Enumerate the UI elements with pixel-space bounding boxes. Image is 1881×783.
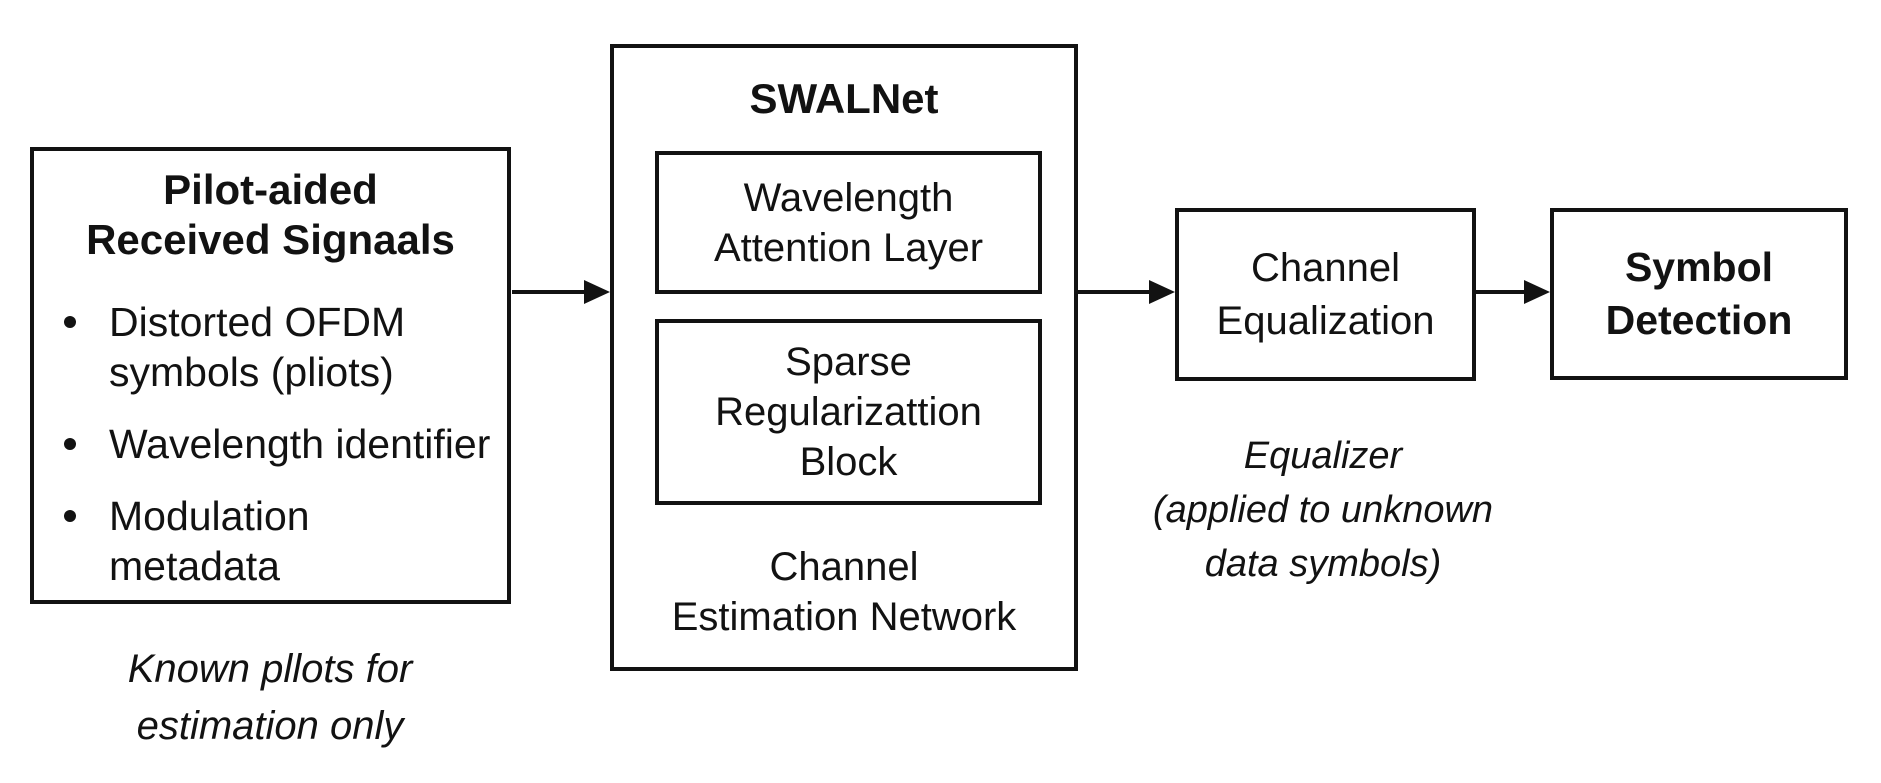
channel-equalization-line1: Channel bbox=[1250, 245, 1400, 290]
arrow-signals-to-swalnet bbox=[512, 280, 610, 304]
channel-estimation-network-line2: Estimation Network bbox=[671, 595, 1017, 639]
swalnet-title: SWALNet bbox=[749, 75, 939, 122]
bullet-text-line2: symbols (pliots) bbox=[109, 349, 394, 395]
arrow-shaft bbox=[1077, 290, 1155, 294]
arrow-equalization-to-detection bbox=[1475, 280, 1550, 304]
left-box-title-line1: Pilot-aided bbox=[163, 166, 378, 213]
equalizer-caption-line2: (applied to unknown bbox=[1152, 489, 1494, 531]
sparse-regularization-block-line2: Regularizattion bbox=[715, 390, 982, 434]
arrow-head-icon bbox=[1149, 280, 1175, 304]
bullet-text: Distorted OFDM symbols (pliots) bbox=[109, 297, 405, 397]
bullet-text-line1: Modulation bbox=[109, 493, 310, 539]
left-box-title-line2: Received Signaals bbox=[86, 216, 455, 263]
swalnet-box: SWALNet Wavelength Attention Layer Spars… bbox=[610, 44, 1078, 671]
pilot-aided-received-signals-box: Pilot-aided Received Signaals Distorted … bbox=[30, 147, 511, 604]
arrow-shaft bbox=[1475, 290, 1530, 294]
arrow-head-icon bbox=[1524, 280, 1550, 304]
arrow-shaft bbox=[512, 290, 590, 294]
bullet-text-line2: metadata bbox=[109, 543, 280, 589]
wavelength-attention-layer-line1: Wavelength bbox=[743, 175, 954, 220]
arrow-swalnet-to-equalization bbox=[1077, 280, 1175, 304]
bullet-text-line1: Distorted OFDM bbox=[109, 299, 406, 345]
channel-estimation-network-label: Channel Estimation Network bbox=[614, 542, 1074, 642]
bullet-item-distorted-ofdm: Distorted OFDM symbols (pliots) bbox=[64, 297, 507, 397]
channel-equalization-line2: Equalization bbox=[1216, 298, 1435, 343]
channel-equalization-box: Channel Equalization bbox=[1175, 208, 1476, 381]
known-pilots-caption-line2: estimation only bbox=[136, 704, 404, 748]
sparse-regularization-block-box: Sparse Regularizattion Block bbox=[655, 319, 1042, 505]
bullet-text-line1: Wavelength identifier bbox=[109, 421, 491, 467]
arrow-head-icon bbox=[584, 280, 610, 304]
equalizer-caption-line1: Equalizer bbox=[1243, 435, 1403, 477]
bullet-icon bbox=[64, 438, 76, 450]
sparse-regularization-block-line1: Sparse bbox=[785, 340, 912, 384]
channel-estimation-network-line1: Channel bbox=[769, 545, 919, 589]
known-pilots-caption-line1: Known pllots for bbox=[127, 647, 413, 691]
left-box-title: Pilot-aided Received Signaals bbox=[34, 165, 507, 265]
sparse-regularization-block-line3: Block bbox=[799, 440, 898, 484]
bullet-text: Wavelength identifier bbox=[109, 419, 490, 469]
symbol-detection-line1: Symbol bbox=[1624, 244, 1774, 290]
wavelength-attention-layer-line2: Attention Layer bbox=[713, 225, 984, 270]
bullet-icon bbox=[64, 316, 76, 328]
bullet-text: Modulation metadata bbox=[109, 491, 310, 591]
wavelength-attention-layer-box: Wavelength Attention Layer bbox=[655, 151, 1042, 294]
bullet-item-wavelength-identifier: Wavelength identifier bbox=[64, 419, 507, 469]
known-pilots-caption: Known pllots for estimation only bbox=[40, 641, 500, 755]
symbol-detection-line2: Detection bbox=[1605, 297, 1793, 343]
bullet-item-modulation-metadata: Modulation metadata bbox=[64, 491, 507, 591]
bullet-icon bbox=[64, 510, 76, 522]
left-box-bullet-list: Distorted OFDM symbols (pliots) Waveleng… bbox=[34, 297, 507, 591]
equalizer-caption-line3: data symbols) bbox=[1204, 543, 1442, 585]
symbol-detection-box: Symbol Detection bbox=[1550, 208, 1848, 380]
equalizer-caption: Equalizer (applied to unknown data symbo… bbox=[1133, 429, 1513, 591]
